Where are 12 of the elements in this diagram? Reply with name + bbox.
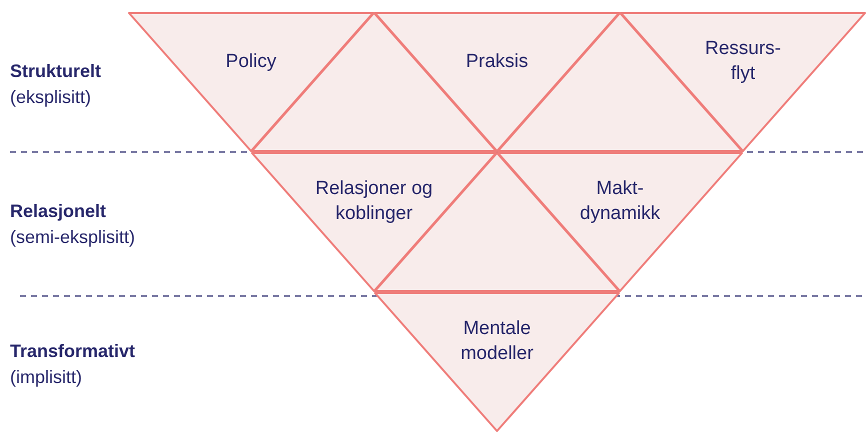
level-subtitle: (eksplisitt) — [10, 86, 92, 108]
condition-label: Makt- dynamikk — [578, 177, 662, 226]
level-heading: Strukturelt — [10, 60, 102, 82]
level-subtitle: (implisitt) — [10, 366, 82, 388]
level-subtitle: (semi-eksplisitt) — [10, 226, 136, 248]
condition-label: Ressurs- flyt — [704, 37, 782, 86]
condition-label: Relasjoner og koblinger — [314, 177, 434, 226]
condition-label: Policy — [224, 50, 278, 74]
condition-label: Praksis — [464, 50, 530, 74]
level-heading: Relasjonelt — [10, 200, 106, 222]
condition-label: Mentale modeller — [460, 317, 534, 366]
level-heading: Transformativt — [10, 340, 136, 362]
